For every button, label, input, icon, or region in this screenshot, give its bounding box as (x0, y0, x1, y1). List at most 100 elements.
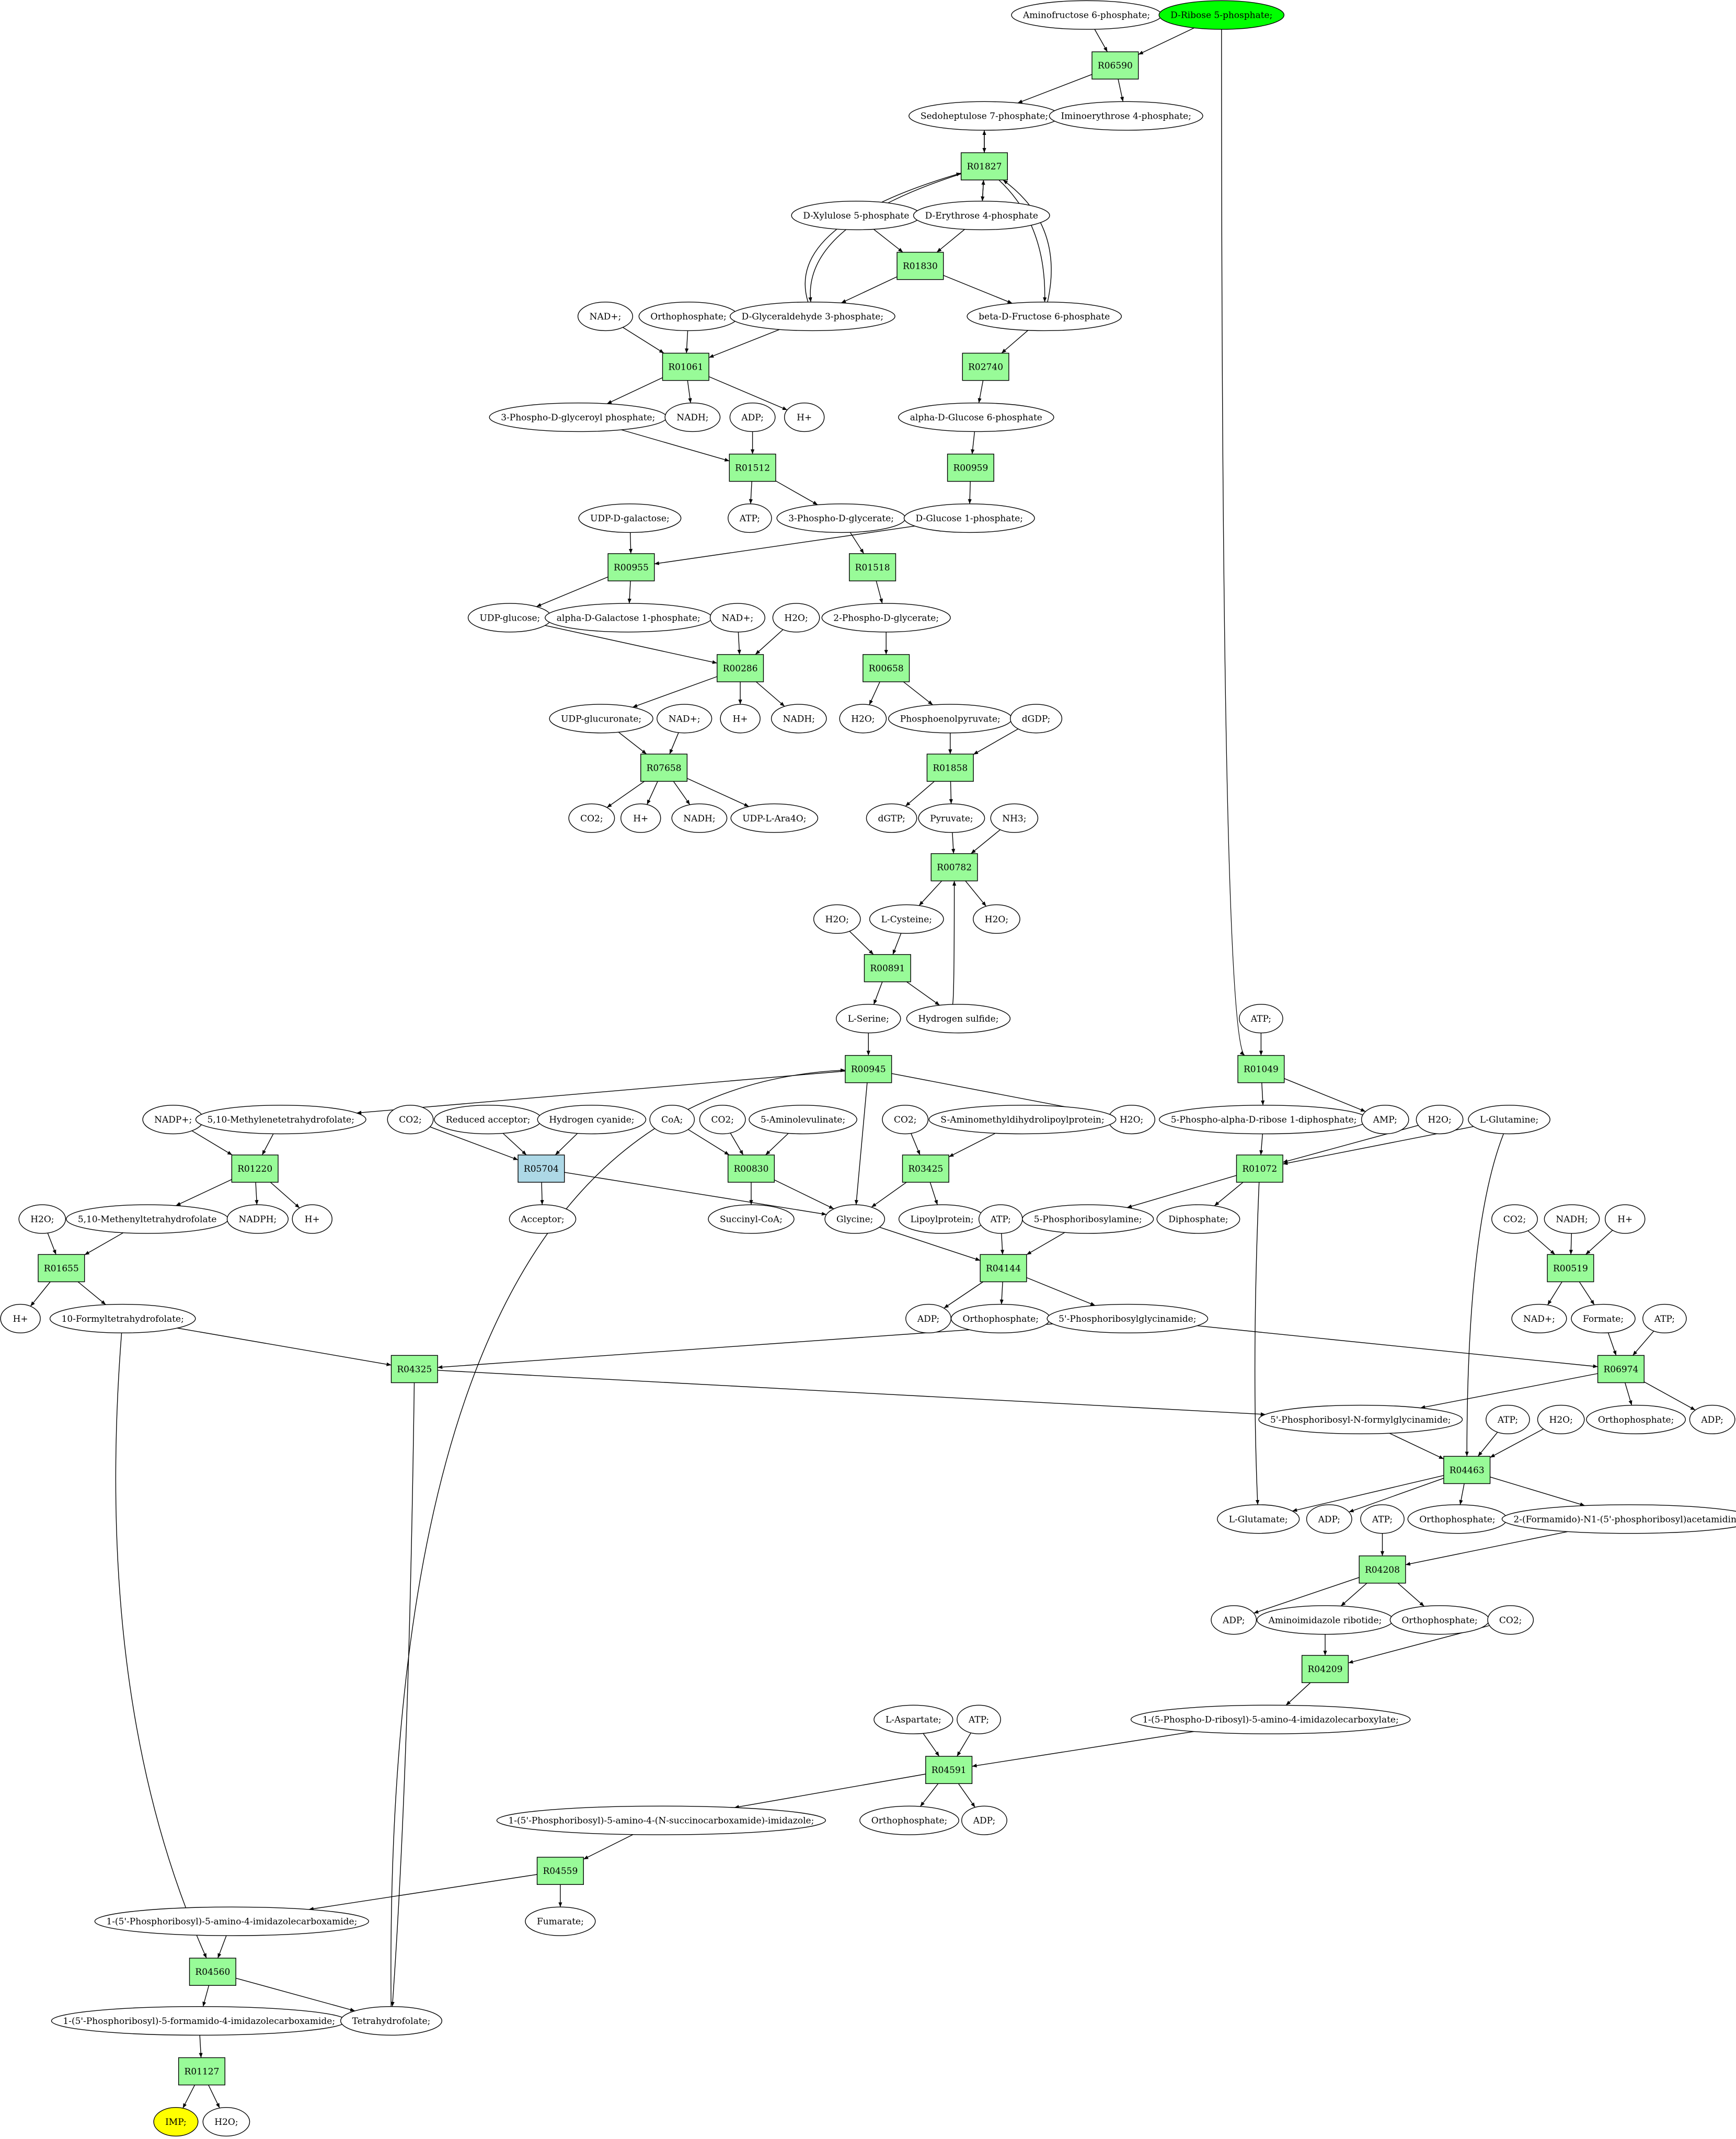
compound-node-glycine[interactable]: Glycine; (824, 1204, 886, 1234)
compound-node-iminoerythrose4p[interactable]: Iminoerythrose 4-phosphate; (1049, 101, 1203, 131)
compound-node-h2o_7[interactable]: H2O; (18, 1204, 66, 1234)
compound-node-methenylthf[interactable]: 5,10-Methenyltetrahydrofolate (66, 1204, 229, 1234)
reaction-node-r00782[interactable]: R00782 (930, 853, 978, 882)
compound-node-phosphoribosylamine[interactable]: 5-Phosphoribosylamine; (1022, 1204, 1154, 1234)
reaction-node-r03425[interactable]: R03425 (902, 1154, 949, 1183)
compound-node-fgam[interactable]: 2-(Formamido)-N1-(5'-phosphoribosyl)acet… (1501, 1504, 1736, 1534)
compound-node-diphosphate[interactable]: Diphosphate; (1156, 1204, 1240, 1234)
reaction-node-r04208[interactable]: R04208 (1359, 1555, 1406, 1584)
compound-node-adp_2[interactable]: ADP; (905, 1303, 951, 1334)
compound-node-h2o_2[interactable]: H2O; (839, 704, 887, 734)
compound-node-udpglucuronate[interactable]: UDP-glucuronate; (549, 704, 653, 734)
reaction-node-r01827[interactable]: R01827 (960, 152, 1008, 180)
reaction-node-r07658[interactable]: R07658 (640, 753, 688, 782)
compound-node-nadplus_4[interactable]: NAD+; (1511, 1303, 1567, 1334)
compound-node-faicar[interactable]: 1-(5'-Phosphoribosyl)-5-formamido-4-imid… (51, 2006, 347, 2036)
reaction-node-r00658[interactable]: R00658 (863, 654, 910, 682)
compound-node-lipoylprotein[interactable]: Lipoylprotein; (898, 1204, 986, 1234)
reaction-node-r06974[interactable]: R06974 (1597, 1355, 1645, 1383)
compound-node-hplus_3[interactable]: H+ (620, 803, 661, 833)
compound-node-adp_1[interactable]: ADP; (729, 402, 776, 432)
compound-node-dglucose1p[interactable]: D-Glucose 1-phosphate; (903, 503, 1035, 533)
compound-node-hplus_6[interactable]: H+ (0, 1303, 41, 1334)
compound-node-betadfructose6p[interactable]: beta-D-Fructose 6-phosphate (967, 301, 1122, 331)
compound-node-air[interactable]: Aminoimidazole ribotide; (1256, 1605, 1394, 1635)
compound-node-alphadglucose6p[interactable]: alpha-D-Glucose 6-phosphate (898, 402, 1054, 432)
compound-node-atp_6[interactable]: ATP; (1360, 1504, 1405, 1534)
compound-node-dxylulose5p[interactable]: D-Xylulose 5-phosphate (791, 200, 922, 231)
compound-node-co2_6[interactable]: CO2; (1487, 1605, 1534, 1635)
reaction-node-r00830[interactable]: R00830 (727, 1154, 775, 1183)
compound-node-aminofructose6p[interactable]: Aminofructose 6-phosphate; (1011, 0, 1162, 30)
compound-node-gar[interactable]: 5'-Phosphoribosylglycinamide; (1047, 1303, 1209, 1334)
compound-node-h2o_9[interactable]: H2O; (202, 2107, 250, 2137)
compound-node-nadplus_3[interactable]: NAD+; (657, 704, 712, 734)
compound-node-hydrogencyanide[interactable]: Hydrogen cyanide; (537, 1105, 647, 1135)
compound-node-hplus_2[interactable]: H+ (720, 704, 761, 734)
reaction-node-r05704[interactable]: R05704 (518, 1154, 565, 1183)
compound-node-adp_6[interactable]: ADP; (961, 1805, 1007, 1835)
compound-node-co2_3[interactable]: CO2; (699, 1105, 746, 1135)
compound-node-formylthf[interactable]: 10-Formyltetrahydrofolate; (49, 1303, 196, 1334)
reaction-node-r01061[interactable]: R01061 (662, 352, 709, 381)
reaction-node-r04209[interactable]: R04209 (1301, 1655, 1349, 1683)
compound-node-nadpplus[interactable]: NADP+; (142, 1105, 204, 1135)
compound-node-sedoheptulose7p[interactable]: Sedoheptulose 7-phosphate; (909, 101, 1060, 131)
compound-node-h2o_3[interactable]: H2O; (973, 904, 1020, 934)
compound-node-lglutamate[interactable]: L-Glutamate; (1217, 1504, 1300, 1534)
reaction-node-r04591[interactable]: R04591 (925, 1756, 973, 1784)
reaction-node-r00286[interactable]: R00286 (717, 654, 764, 682)
compound-node-co2_4[interactable]: CO2; (882, 1105, 929, 1135)
reaction-node-r01512[interactable]: R01512 (729, 453, 776, 482)
compound-node-cair[interactable]: 1-(5-Phospho-D-ribosyl)-5-amino-4-imidaz… (1130, 1705, 1411, 1734)
compound-node-orthophosphate_6[interactable]: Orthophosphate; (859, 1805, 959, 1835)
compound-node-pyruvate[interactable]: Pyruvate; (918, 803, 985, 833)
reaction-node-r04144[interactable]: R04144 (980, 1254, 1027, 1283)
compound-node-h2o_1[interactable]: H2O; (772, 603, 820, 633)
reaction-node-r06590[interactable]: R06590 (1091, 51, 1139, 79)
reaction-node-r01049[interactable]: R01049 (1237, 1055, 1285, 1083)
compound-node-lglutamine[interactable]: L-Glutamine; (1468, 1105, 1550, 1135)
compound-node-methylenethf[interactable]: 5,10-Methylenetetrahydrofolate; (195, 1105, 366, 1135)
compound-node-derythrose4p[interactable]: D-Erythrose 4-phosphate (913, 200, 1050, 231)
compound-node-acceptor[interactable]: Acceptor; (509, 1204, 577, 1234)
compound-node-adp_3[interactable]: ADP; (1689, 1404, 1735, 1435)
compound-node-hydrogensulfide[interactable]: Hydrogen sulfide; (906, 1004, 1011, 1034)
reaction-node-r01830[interactable]: R01830 (896, 251, 944, 280)
compound-node-udpglucose[interactable]: UDP-glucose; (467, 603, 552, 633)
compound-node-adp_5[interactable]: ADP; (1211, 1605, 1257, 1635)
compound-node-reducedacceptor[interactable]: Reduced acceptor; (434, 1105, 543, 1135)
compound-node-fgar[interactable]: 5'-Phosphoribosyl-N-formylglycinamide; (1258, 1404, 1463, 1435)
compound-node-fumarate[interactable]: Fumarate; (525, 1906, 596, 1936)
reaction-node-r00945[interactable]: R00945 (845, 1055, 892, 1083)
compound-node-dgdp[interactable]: dGDP; (1010, 704, 1063, 734)
compound-node-hplus_4[interactable]: H+ (292, 1204, 332, 1234)
reaction-node-r04559[interactable]: R04559 (536, 1857, 584, 1885)
reaction-node-r00519[interactable]: R00519 (1547, 1254, 1594, 1283)
compound-node-alphadgalactose1p[interactable]: alpha-D-Galactose 1-phosphate; (545, 603, 712, 633)
compound-node-nadh_4[interactable]: NADH; (1544, 1204, 1600, 1234)
compound-node-udplara4o[interactable]: UDP-L-Ara4O; (730, 803, 819, 833)
compound-node-saicar[interactable]: 1-(5'-Phosphoribosyl)-5-amino-4-(N-succi… (496, 1805, 826, 1835)
compound-node-nadh_3[interactable]: NADH; (671, 803, 728, 833)
compound-node-atp_7[interactable]: ATP; (957, 1705, 1001, 1734)
compound-node-aminolevulinate[interactable]: 5-Aminolevulinate; (749, 1105, 857, 1135)
compound-node-co2_1[interactable]: CO2; (568, 803, 615, 833)
reaction-node-r00955[interactable]: R00955 (607, 553, 655, 581)
compound-node-orthophosphate_1[interactable]: Orthophosphate; (638, 301, 739, 331)
compound-node-h2o_5[interactable]: H2O; (1108, 1105, 1155, 1135)
compound-node-co2_5[interactable]: CO2; (1491, 1204, 1538, 1234)
reaction-node-r01220[interactable]: R01220 (231, 1154, 279, 1183)
compound-node-adp_4[interactable]: ADP; (1306, 1504, 1352, 1534)
compound-node-dgtp[interactable]: dGTP; (866, 803, 917, 833)
compound-node-phosphoglycerate2[interactable]: 2-Phospho-D-glycerate; (821, 603, 951, 633)
compound-node-atp_2[interactable]: ATP; (1239, 1004, 1283, 1034)
compound-node-nadh_1[interactable]: NADH; (664, 402, 721, 432)
compound-node-lserine[interactable]: L-Serine; (836, 1004, 901, 1034)
compound-node-coa[interactable]: CoA; (649, 1105, 695, 1135)
compound-node-formate[interactable]: Formate; (1571, 1303, 1636, 1334)
compound-node-dribose5p[interactable]: D-Ribose 5-phosphate; (1158, 0, 1285, 30)
reaction-node-r04325[interactable]: R04325 (390, 1355, 438, 1383)
compound-node-lcysteine[interactable]: L-Cysteine; (869, 904, 944, 934)
compound-node-phosphoglycerate3[interactable]: 3-Phospho-D-glycerate; (776, 503, 906, 533)
